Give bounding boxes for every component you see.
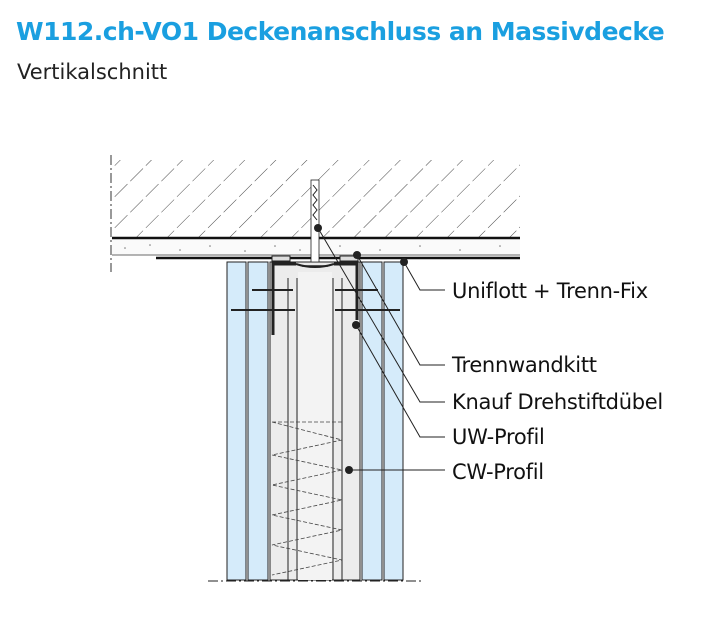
uw-profile [271,262,359,335]
wall-section [208,179,422,582]
drawing-subtitle: Vertikalschnitt [17,60,168,84]
screed-dots [124,244,501,252]
label-uniflott: Uniflott + Trenn-Fix [452,279,648,303]
screws [231,289,400,311]
label-uw-profil: UW-Profil [452,425,545,449]
label-duebel: Knauf Drehstiftdübel [452,390,663,414]
drawing-title: W112.ch-VO1 Deckenanschluss an Massivdec… [16,17,665,46]
leader-lines [317,227,445,471]
label-cw-profil: CW-Profil [452,460,544,484]
insulation [271,421,343,576]
anchor-dowel [310,179,320,263]
label-trennwandkitt: Trennwandkitt [452,353,597,377]
leader-dots [314,224,408,474]
